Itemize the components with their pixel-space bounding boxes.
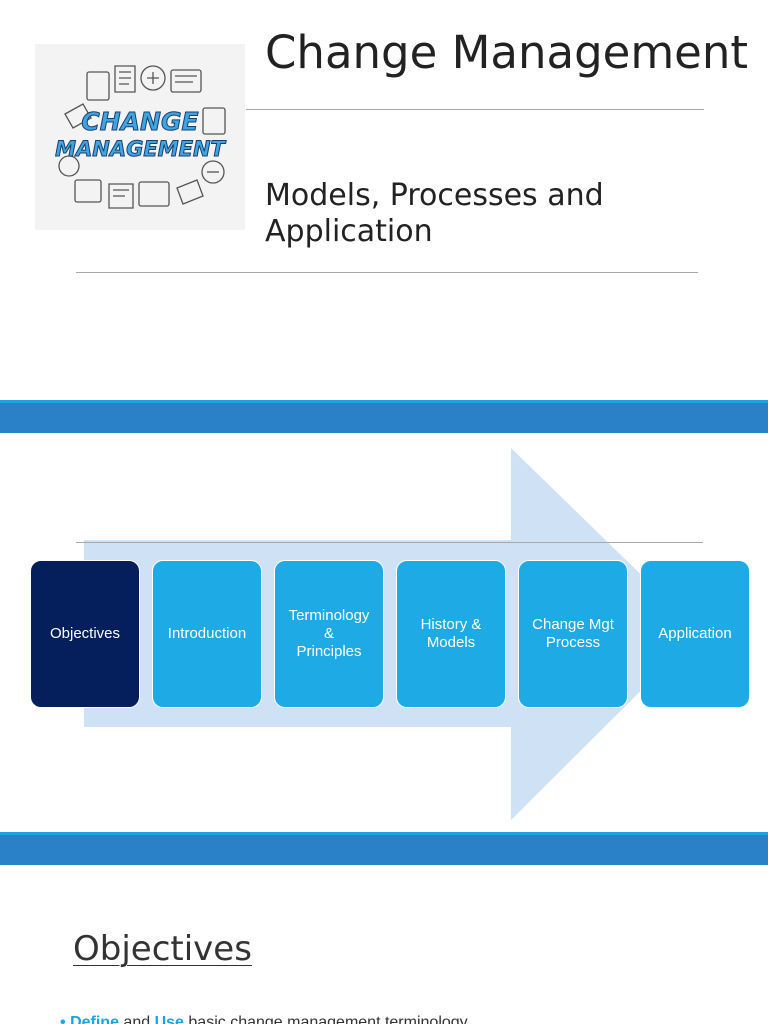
step-introduction[interactable]: Introduction bbox=[152, 560, 262, 708]
bullet-text: basic change management terminology bbox=[188, 1014, 468, 1024]
bullet-marker: • bbox=[60, 1014, 66, 1024]
objectives-slide: Objectives • Define and Use basic change… bbox=[0, 865, 768, 1024]
svg-text:MANAGEMENT: MANAGEMENT bbox=[55, 137, 226, 161]
subtitle-divider bbox=[76, 272, 698, 273]
title-divider bbox=[246, 109, 704, 110]
slide-separator-band bbox=[0, 832, 768, 865]
change-management-logo: CHANGE MANAGEMENT bbox=[35, 44, 245, 230]
step-objectives[interactable]: Objectives bbox=[30, 560, 140, 708]
slide-subtitle: Models, Processes and Application bbox=[265, 178, 604, 249]
bullet-and: and bbox=[123, 1014, 151, 1024]
slide-separator-band bbox=[0, 400, 768, 433]
step-history-models[interactable]: History & Models bbox=[396, 560, 506, 708]
step-application[interactable]: Application bbox=[640, 560, 750, 708]
step-terminology-principles[interactable]: Terminology & Principles bbox=[274, 560, 384, 708]
title-slide: CHANGE MANAGEMENT Change Management Mode… bbox=[0, 0, 768, 400]
objective-bullet: • Define and Use basic change management… bbox=[60, 1013, 468, 1024]
svg-text:CHANGE: CHANGE bbox=[81, 107, 198, 136]
process-arrow-icon bbox=[84, 448, 700, 820]
objectives-heading: Objectives bbox=[73, 929, 252, 969]
bullet-keyword-use: Use bbox=[154, 1014, 184, 1024]
agenda-divider bbox=[76, 542, 703, 543]
bullet-keyword-define: Define bbox=[70, 1014, 119, 1024]
slide-title: Change Management bbox=[265, 26, 749, 79]
step-change-mgt-process[interactable]: Change Mgt Process bbox=[518, 560, 628, 708]
doodle-logo-icon: CHANGE MANAGEMENT bbox=[35, 44, 245, 230]
agenda-slide: Objectives Introduction Terminology & Pr… bbox=[0, 433, 768, 832]
